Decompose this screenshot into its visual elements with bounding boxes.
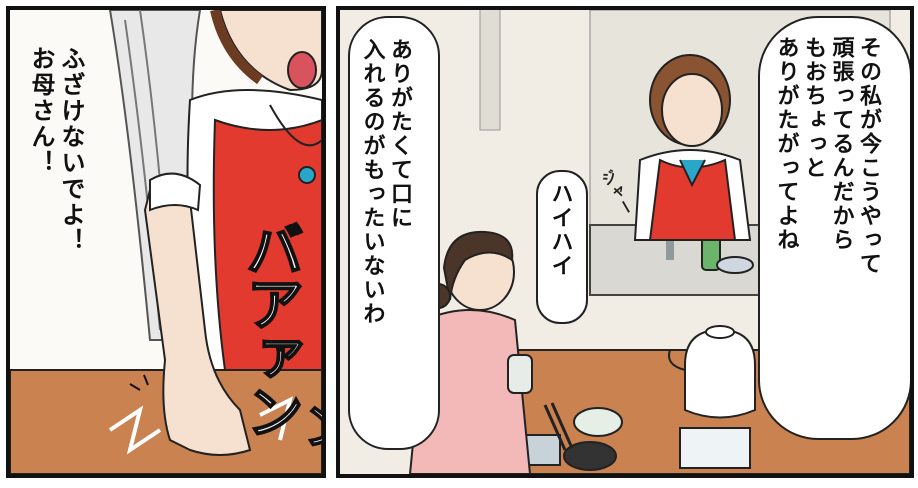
chopsticks xyxy=(543,404,567,451)
dish xyxy=(563,441,617,471)
panel-left-art xyxy=(10,10,322,474)
mouth xyxy=(287,51,317,89)
glass xyxy=(507,354,533,394)
grandma-hair xyxy=(442,230,514,301)
slam-sfx-tail: ン xyxy=(294,399,326,447)
grandma-speech: ありがたくて口に 入れるのがもったいないわ xyxy=(359,38,413,326)
bubble-grandma xyxy=(348,16,440,450)
plate xyxy=(679,427,751,469)
apron xyxy=(212,118,322,371)
haihai-speech: ハイハイ xyxy=(547,182,573,278)
bubble-haihai xyxy=(536,170,588,324)
panel-left: ふざけないでよ！ お母さん！ バアァン ン xyxy=(6,6,326,478)
mother-speech: その私が今こうやって 頑張ってるんだから もおちょっと ありがたがってよね xyxy=(773,36,882,276)
slam-sfx: バアァン xyxy=(235,219,305,437)
panel-right: ありがたくて口に 入れるのがもったいないわ ハイハイ ジャー その私が今こうやっ… xyxy=(336,6,914,478)
bowl xyxy=(573,407,623,437)
daughter-speech: ふざけないでよ！ お母さん！ xyxy=(27,46,85,254)
teapot xyxy=(684,328,756,419)
pendant xyxy=(298,166,316,184)
mother-face-kitchen xyxy=(661,73,723,147)
bubble-mother xyxy=(758,16,910,440)
